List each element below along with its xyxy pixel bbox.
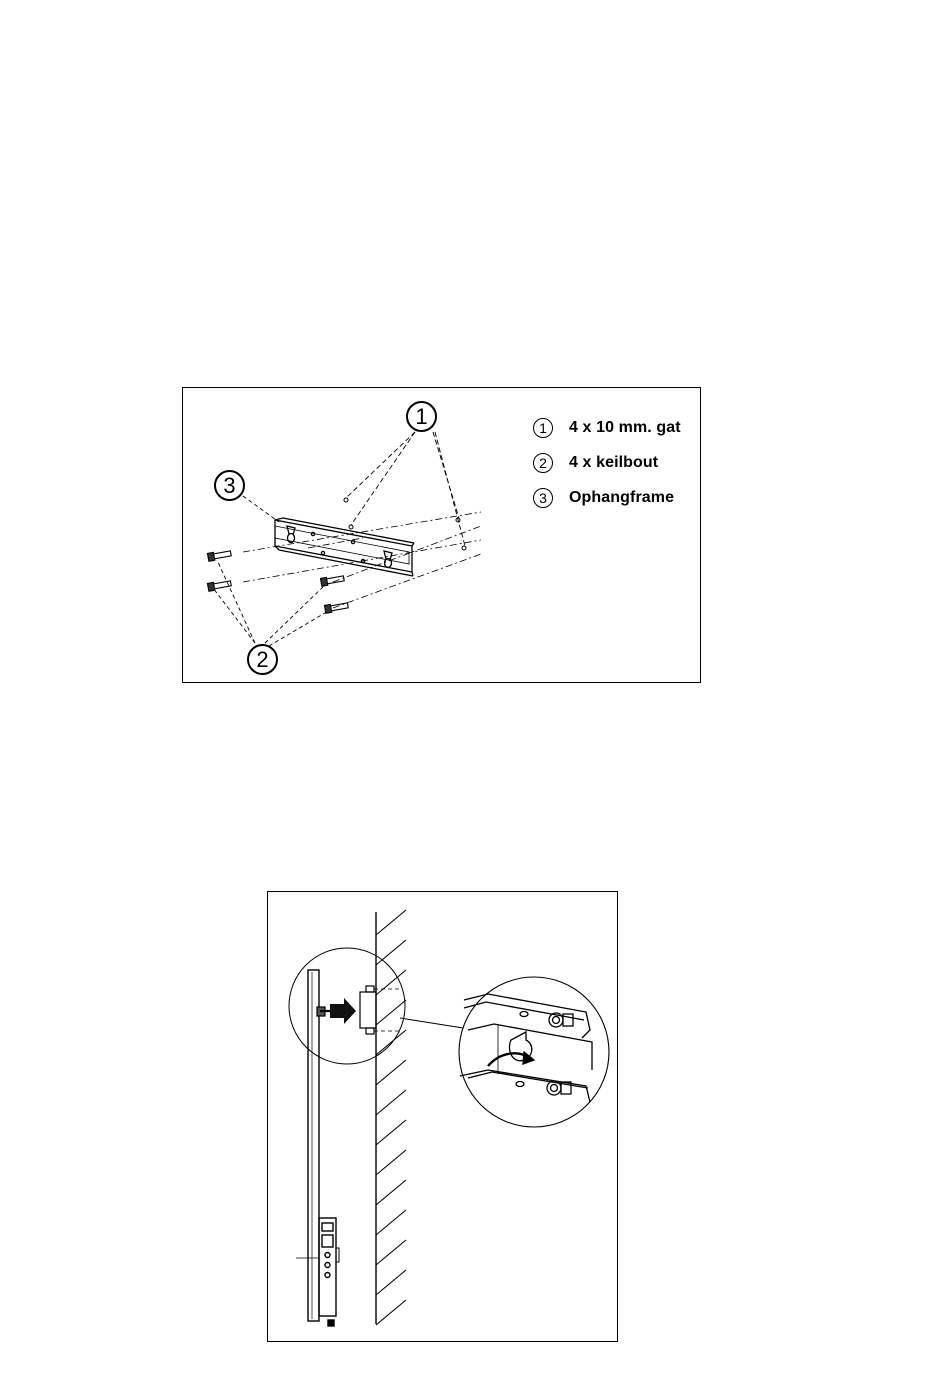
wall-hanging-drawing bbox=[268, 892, 619, 1343]
keyhole-detail bbox=[460, 994, 592, 1102]
legend-row-2: 2 4 x keilbout bbox=[533, 445, 681, 480]
callout-1: 1 bbox=[406, 401, 437, 432]
legend-number: 1 bbox=[533, 418, 553, 438]
legend-label: 4 x keilbout bbox=[569, 454, 658, 472]
wall-holes bbox=[344, 498, 466, 550]
legend-label: 4 x 10 mm. gat bbox=[569, 419, 681, 437]
mounting-frame-diagram: 1 3 2 1 4 x 10 mm. gat 2 4 x keilbout 3 … bbox=[182, 387, 701, 683]
callout-3: 3 bbox=[214, 470, 245, 501]
callout-2: 2 bbox=[247, 644, 278, 675]
wall-hatching bbox=[376, 910, 406, 1325]
legend-number: 2 bbox=[533, 453, 553, 473]
legend-label: Ophangframe bbox=[569, 489, 674, 507]
parts-legend: 1 4 x 10 mm. gat 2 4 x keilbout 3 Ophang… bbox=[533, 410, 681, 515]
heater-panel bbox=[296, 970, 339, 1326]
legend-row-3: 3 Ophangframe bbox=[533, 480, 681, 515]
wall-hanging-diagram bbox=[267, 891, 618, 1342]
legend-row-1: 1 4 x 10 mm. gat bbox=[533, 410, 681, 445]
hole-leader-lines bbox=[346, 432, 465, 546]
legend-number: 3 bbox=[533, 488, 553, 508]
direction-arrow bbox=[330, 998, 356, 1024]
detail-circle-right bbox=[459, 977, 609, 1127]
